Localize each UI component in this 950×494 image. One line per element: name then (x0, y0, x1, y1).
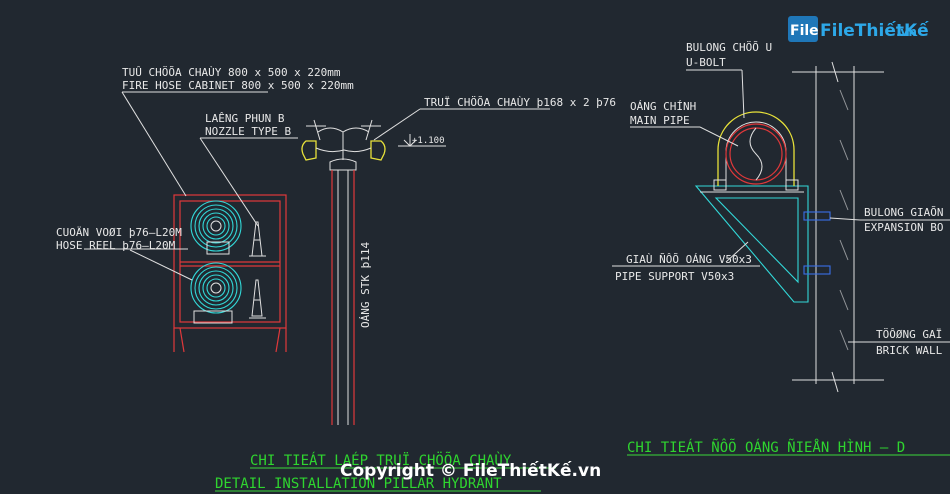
label-support-en: PIPE SUPPORT V50x3 (615, 270, 734, 283)
logo-brand: FileThiếtKế (820, 20, 929, 41)
fire-hose-cabinet (173, 194, 287, 353)
label-cabinet-en: FIRE HOSE CABINET 800 x 500 x 220mm (122, 79, 354, 92)
hose-reel-top (190, 200, 242, 255)
expansion-bolts (803, 211, 831, 275)
label-support-vn: GIAÙ ÑÔÕ OÁNG V50x3 (626, 253, 752, 266)
site-logo[interactable]: File FileThiếtKế .vn (788, 16, 929, 42)
brick-wall (792, 61, 884, 393)
label-nozzle-en: NOZZLE TYPE B (205, 125, 291, 138)
copyright-watermark: Copyright © FileThiếtKế.vn (340, 460, 601, 481)
pipe-support-bracket (694, 185, 809, 303)
label-nozzle-vn: LAÊNG PHUN B (205, 112, 285, 125)
label-reel-vn: CUOÄN VOØI þ76–L20M (56, 226, 182, 239)
label-main-vn: OÁNG CHÍNH (630, 100, 696, 113)
logo-suffix: .vn (896, 25, 917, 39)
hose-reel-bottom (190, 262, 242, 324)
label-wall-en: BRICK WALL (876, 344, 943, 357)
label-main-en: MAIN PIPE (630, 114, 690, 127)
left-title-en: DETAIL INSTALLATION PILLAR HYDRANT (215, 476, 502, 492)
level-mark-text: +1.100 (412, 136, 445, 146)
right-title-vn: CHI TIEÁT ÑÔÕ OÁNG ÑIEÅN HÌNH – D (627, 438, 905, 456)
label-pipe: OÁNG STK þ114 (359, 242, 372, 328)
label-wall-vn: TÖÔØNG GAÏ (876, 328, 942, 341)
logo-file-icon (788, 16, 818, 42)
main-pipe-ubolt (713, 111, 799, 191)
label-ubolt-en: U-BOLT (686, 56, 726, 69)
label-exp-en: EXPANSION BO (864, 221, 943, 234)
left-leaders (84, 91, 550, 281)
logo-file-glyph: File (790, 23, 819, 39)
label-hydrant: TRUÏ CHÖÕA CHAÙY þ168 x 2 þ76 (424, 96, 616, 109)
right-leaders (612, 69, 950, 343)
left-title-vn: CHI TIEÁT LAÉP TRUÏ CHÖÕA CHAÙY (250, 451, 512, 469)
level-mark: +1.100 (398, 134, 446, 147)
label-exp-vn: BULONG GIAÕN (864, 206, 943, 219)
hydrant-pipe (331, 170, 355, 425)
label-ubolt-vn: BULONG CHÖÕ U (686, 41, 772, 54)
label-reel-en: HOSE REEL þ76–L20M (56, 239, 176, 252)
label-cabinet-vn: TUÛ CHÖÕA CHAÙY 800 x 500 x 220mm (122, 66, 341, 79)
nozzle-in-cabinet-top (249, 221, 266, 257)
pillar-hydrant-head (301, 119, 386, 171)
nozzle-in-cabinet-bottom (249, 279, 266, 319)
